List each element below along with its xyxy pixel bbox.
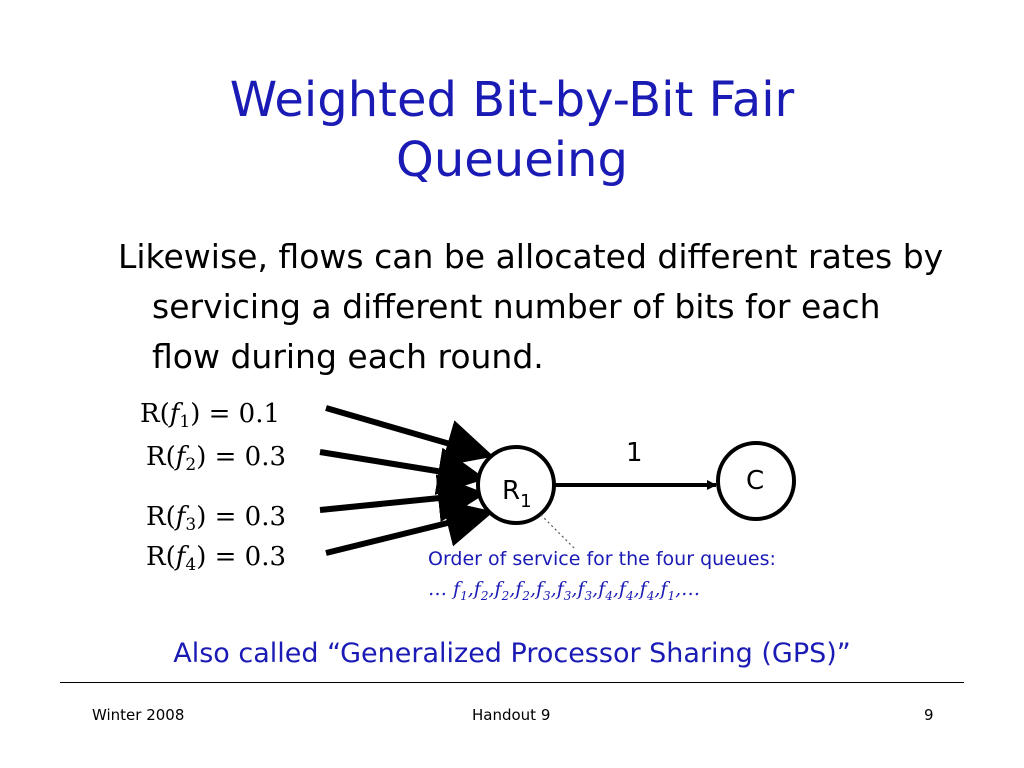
order-item-f1: f1 — [660, 578, 676, 603]
destination-label: C — [746, 466, 764, 496]
rate-label-f4: R(f4) = 0.3 — [146, 542, 286, 575]
footer-handout: Handout 9 — [472, 706, 551, 724]
also-called-text: Also called “Generalized Processor Shari… — [173, 638, 851, 669]
order-item-f2: f2, — [515, 578, 536, 603]
router-label: R1 — [502, 476, 532, 512]
order-item-f3: f3, — [556, 578, 578, 603]
slide-title-line1: Weighted Bit-by-Bit Fair — [229, 72, 795, 128]
page-number: 9 — [924, 706, 934, 724]
order-item-f4: f4, — [618, 578, 640, 603]
input-arrow-f3 — [319, 474, 486, 523]
order-caption: Order of service for the four queues: — [428, 548, 776, 570]
rate-label-f3: R(f3) = 0.3 — [146, 502, 286, 535]
order-sequence: … f1,f2,f2,f2,f3,f3,f3,f4,f4,f4,f1,… — [428, 578, 700, 603]
input-arrow-f2 — [319, 447, 486, 495]
order-item-f2: f2, — [494, 578, 516, 603]
order-suffix: ,… — [675, 578, 701, 600]
slide-title-line2: Queueing — [396, 132, 628, 188]
slide-title: Weighted Bit-by-Bit Fair Queueing — [60, 70, 964, 190]
caption-pointer — [539, 513, 575, 549]
rate-label-f1: R(f1) = 0.1 — [140, 399, 280, 432]
order-item-f4: f4, — [639, 578, 661, 603]
order-item-f3: f3, — [577, 578, 599, 603]
input-arrow-f4 — [325, 499, 494, 556]
footer-divider — [60, 682, 964, 683]
footer-date: Winter 2008 — [92, 706, 185, 724]
destination-node — [716, 441, 796, 521]
rate-label-f2: R(f2) = 0.3 — [146, 442, 286, 475]
input-arrow-f1 — [325, 405, 494, 467]
order-sequence-items: f1,f2,f2,f2,f3,f3,f3,f4,f4,f4,f1 — [453, 578, 676, 603]
order-item-f4: f4, — [598, 578, 619, 603]
order-item-f3: f3, — [535, 578, 557, 603]
order-item-f1: f1, — [453, 578, 474, 603]
body-text: Likewise, flows can be allocated differe… — [118, 237, 944, 376]
order-prefix: … — [428, 578, 454, 600]
link-capacity-label: 1 — [626, 438, 643, 468]
order-item-f2: f2, — [473, 578, 495, 603]
